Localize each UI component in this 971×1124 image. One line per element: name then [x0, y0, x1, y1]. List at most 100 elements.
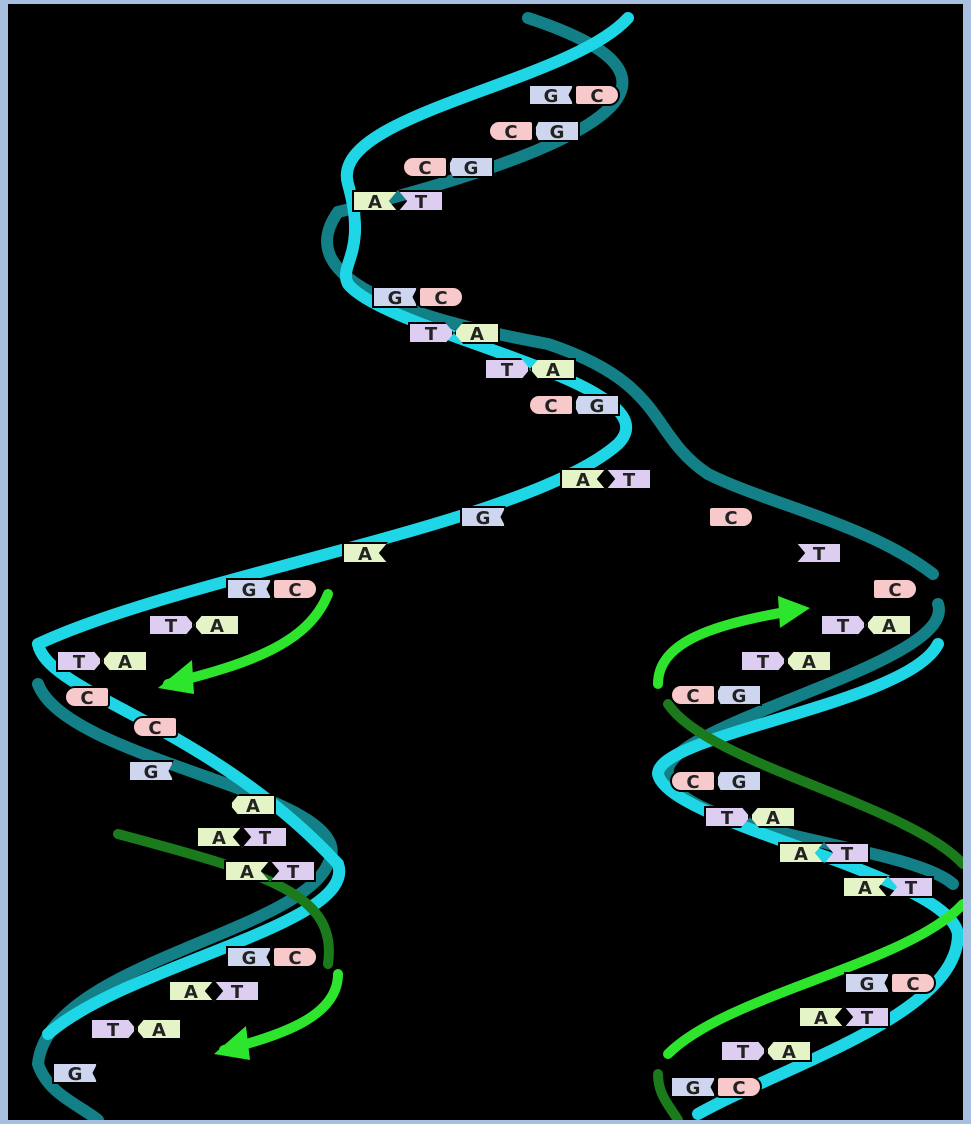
base-t: T	[484, 358, 530, 380]
base-t: T	[606, 468, 652, 490]
base-a: A	[842, 876, 888, 898]
base-g: G	[574, 394, 620, 416]
base-c: C	[402, 156, 448, 179]
base-a: A	[766, 1040, 812, 1062]
base-c: C	[272, 946, 318, 969]
base-c: C	[488, 120, 534, 143]
unpaired-base: T	[796, 542, 842, 564]
base-pair: G	[128, 760, 220, 782]
base-g: G	[670, 1076, 716, 1098]
base-t: T	[704, 806, 750, 828]
base-a: A	[352, 190, 398, 212]
base-c: C	[418, 286, 464, 309]
base-a: A	[342, 542, 388, 564]
base-a: A	[798, 1006, 844, 1028]
unpaired-base: G	[460, 506, 506, 528]
base-a: A	[778, 842, 824, 864]
right-new-strand	[653, 605, 803, 689]
base-g: G	[528, 84, 574, 106]
base-g: G	[226, 578, 272, 600]
base-g: G	[844, 972, 890, 994]
base-t: T	[888, 876, 934, 898]
base-a: A	[530, 358, 576, 380]
left-arrowhead-bottom	[214, 1026, 250, 1060]
base-c: C	[890, 972, 936, 995]
base-g: G	[128, 760, 174, 782]
base-a: A	[786, 650, 832, 672]
base-t: T	[796, 542, 842, 564]
parent-strand-dark	[321, 12, 939, 580]
base-a: A	[560, 468, 606, 490]
base-c: C	[574, 84, 620, 107]
base-g: G	[52, 1062, 98, 1084]
right-arrowhead	[778, 596, 810, 628]
left-arrowhead-top	[158, 660, 194, 694]
base-t: T	[148, 614, 194, 636]
base-g: G	[448, 156, 494, 178]
base-a: A	[750, 806, 796, 828]
unpaired-base: A	[342, 542, 388, 564]
base-c: C	[708, 506, 754, 529]
base-t: T	[56, 650, 102, 672]
left-new-strand	[163, 589, 333, 689]
base-a: A	[224, 860, 270, 882]
base-t: T	[270, 860, 316, 882]
base-pair: C	[64, 686, 156, 709]
base-a: A	[168, 980, 214, 1002]
base-a: A	[230, 794, 276, 816]
base-g: G	[460, 506, 506, 528]
base-t: T	[720, 1040, 766, 1062]
base-t: T	[398, 190, 444, 212]
base-t: T	[242, 826, 288, 848]
base-c: C	[716, 1076, 762, 1099]
right-new-strand-dark-2	[653, 1069, 683, 1120]
base-a: A	[866, 614, 912, 636]
base-t: T	[824, 842, 870, 864]
base-g: G	[716, 770, 762, 792]
base-t: T	[740, 650, 786, 672]
right-new-strand-dark	[663, 699, 963, 869]
base-c: C	[670, 684, 716, 707]
base-c: C	[272, 578, 318, 601]
left-new-strand-dark	[113, 829, 334, 969]
base-a: A	[102, 650, 148, 672]
base-pair: C	[132, 716, 224, 739]
base-g: G	[716, 684, 762, 706]
base-t: T	[844, 1006, 890, 1028]
base-t: T	[820, 614, 866, 636]
right-new-strand-bottom	[663, 899, 963, 1059]
parent-strand-light	[32, 12, 634, 650]
base-a: A	[196, 826, 242, 848]
unpaired-base: C	[708, 506, 754, 529]
base-pair: G	[52, 1062, 144, 1084]
base-c: C	[528, 394, 574, 417]
base-c: C	[670, 770, 716, 793]
base-t: T	[408, 322, 454, 344]
base-t: T	[214, 980, 260, 1002]
base-a: A	[454, 322, 500, 344]
